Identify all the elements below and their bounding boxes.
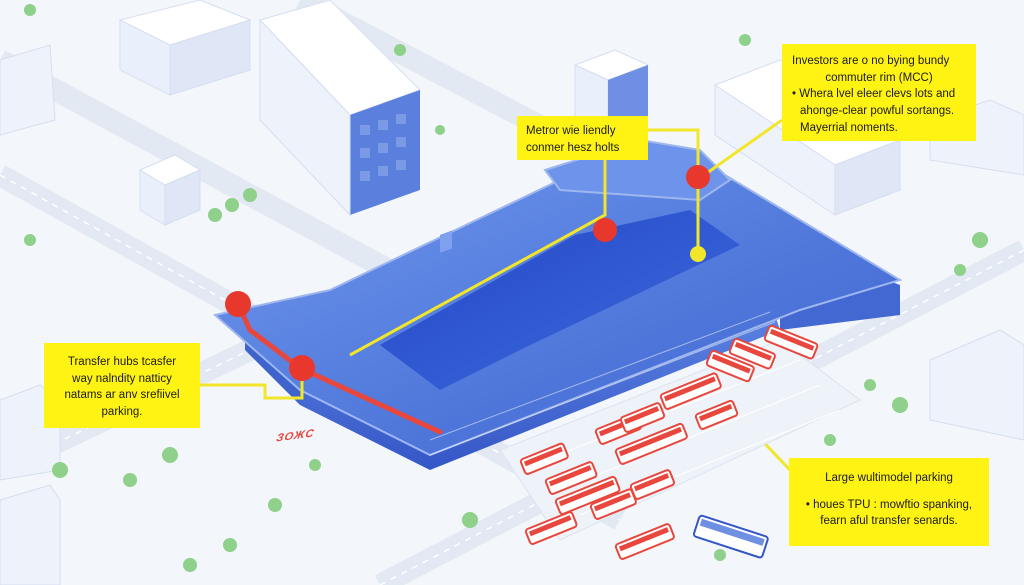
marker-red-left bbox=[225, 291, 251, 317]
station-roof-well bbox=[380, 210, 740, 390]
building-top-left bbox=[118, 0, 252, 96]
callout-metro-line-1: Metror wie liendly bbox=[526, 125, 616, 137]
callout-transfer-hubs-line-1: Transfer hubs tcasfer bbox=[67, 356, 177, 368]
callout-parking-line-1: Large wultimodel parking bbox=[825, 472, 953, 484]
bus-blue bbox=[692, 514, 769, 559]
leader-left bbox=[200, 368, 304, 400]
callout-investors-line-1: Investors are o no bying bundy bbox=[792, 55, 950, 67]
red-route-track bbox=[235, 301, 443, 435]
leader-metro bbox=[349, 160, 607, 357]
bus bbox=[519, 442, 569, 475]
bus bbox=[554, 475, 621, 515]
leader-lines bbox=[200, 118, 792, 472]
callout-metro: Metror wie liendly conmer hesz holts bbox=[517, 116, 648, 160]
leader-metro-right bbox=[648, 128, 700, 254]
callout-metro-line-2: conmer hesz holts bbox=[526, 141, 620, 154]
bus bbox=[524, 511, 578, 545]
marker-red-mid bbox=[289, 355, 315, 381]
bus bbox=[544, 461, 598, 495]
building-bottom-right bbox=[929, 329, 1024, 441]
bus bbox=[694, 399, 739, 430]
bus bbox=[619, 402, 666, 433]
bus bbox=[705, 349, 755, 383]
callout-investors-line-2: commuter rim (MCC) bbox=[825, 71, 933, 84]
bus bbox=[659, 372, 722, 410]
marker-red-metro bbox=[593, 218, 617, 242]
bus bbox=[629, 469, 676, 500]
callout-investors-line-5: Mayerrial noments. bbox=[800, 121, 898, 134]
station-window-strip bbox=[429, 311, 776, 456]
building-tower-left bbox=[259, 0, 421, 217]
bus bbox=[614, 422, 688, 465]
trees bbox=[24, 4, 988, 572]
callout-transfer-hubs-line-3: natams ar anv srefiivel bbox=[64, 389, 180, 402]
building-small-left bbox=[138, 154, 202, 226]
building-left-edge bbox=[0, 44, 56, 136]
bus bbox=[614, 523, 675, 560]
callout-investors-line-4: ahonge-clear powful sortangs. bbox=[800, 105, 955, 118]
callout-investors: Investors are o no bying bundy commuter … bbox=[782, 44, 976, 141]
route-markers bbox=[225, 165, 710, 381]
callout-transfer-hubs-line-2: way nalndity natticy bbox=[72, 372, 172, 385]
bus-fleet bbox=[519, 324, 819, 560]
marker-red-upper bbox=[686, 165, 710, 189]
callout-multimodal-parking: Large wultimodel parking • houes TPU : m… bbox=[789, 458, 989, 546]
callout-parking-line-3: fearn aful transfer senards. bbox=[820, 515, 958, 528]
callout-transfer-hubs-line-4: parking. bbox=[101, 406, 143, 419]
callout-transfer-hubs: Transfer hubs tcasfer way nalndity natti… bbox=[44, 343, 200, 428]
leader-top-right bbox=[699, 118, 783, 180]
bus bbox=[728, 337, 776, 370]
station-building bbox=[212, 138, 903, 470]
callout-investors-line-3: • Whera lvel eleer clevs lots and bbox=[792, 88, 956, 101]
callout-parking-line-2: • houes TPU : mowftio spanking, bbox=[805, 498, 973, 511]
marker-yellow-right bbox=[690, 246, 706, 262]
bus bbox=[763, 324, 819, 360]
